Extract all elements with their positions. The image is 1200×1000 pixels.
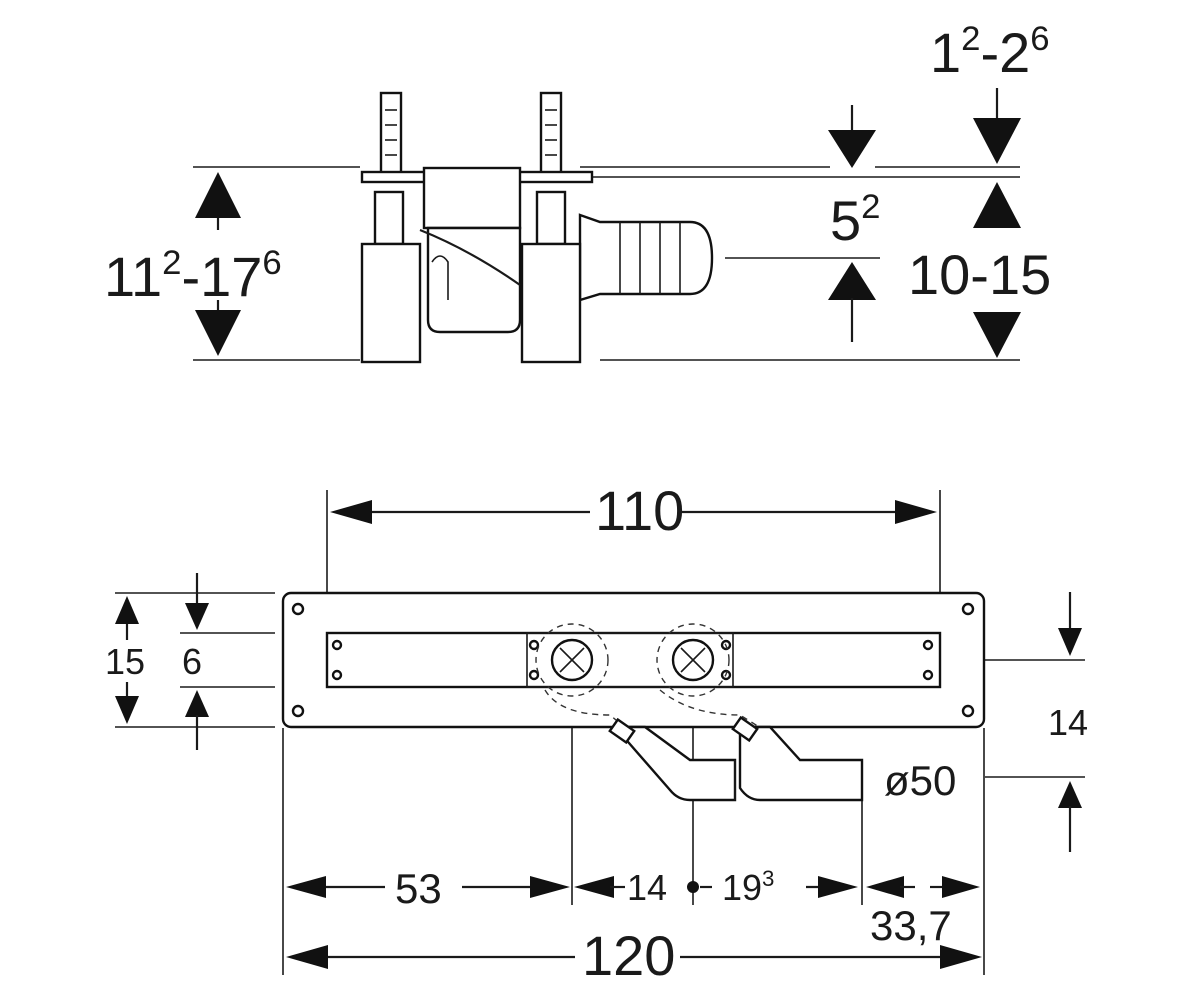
foot-left: [360, 242, 422, 364]
dim-cover: 12-26: [930, 20, 1050, 84]
dim-width-outer: 15: [105, 641, 145, 682]
arrow-up-offset: [828, 262, 876, 300]
dim-total-height: 112-176: [104, 244, 282, 308]
adjustment-screw-right: [539, 91, 563, 175]
arrow-left-pipe: [866, 876, 904, 898]
arrow-right-110: [895, 500, 937, 524]
channel-inner: [325, 631, 942, 689]
arrow-right-53: [530, 876, 570, 898]
arrow-up-height: [195, 172, 241, 218]
arrow-left-14: [574, 876, 614, 898]
outlet-pipe: [578, 213, 714, 302]
outlet-pipe-right: [738, 725, 864, 802]
clip-hole-2: [331, 669, 343, 681]
dim-diameter: ø50: [884, 757, 956, 804]
arrow-down-depth: [973, 312, 1021, 358]
trap-slope: [419, 228, 521, 286]
dim-width-inner: 6: [182, 641, 202, 682]
arrow-down-height: [195, 310, 241, 356]
dim-total-length: 120: [582, 924, 675, 987]
arrow-up-15: [115, 596, 139, 624]
outlet-pipe-left: [612, 725, 737, 802]
center-dot: [687, 881, 699, 893]
foot-right: [520, 242, 582, 364]
arrow-left-110: [330, 500, 372, 524]
arrow-left-120: [286, 945, 328, 969]
arrow-down-offset: [828, 130, 876, 168]
arrow-right-120: [940, 945, 982, 969]
clip-hole-4: [922, 669, 934, 681]
adjustment-screw-left: [379, 91, 403, 175]
trap-detail: [431, 255, 449, 300]
foot-upper-right: [535, 190, 567, 246]
drain-trap: [426, 226, 522, 334]
dim-left: 53: [395, 865, 442, 912]
arrow-right-pipe: [942, 876, 980, 898]
dim-pipe: 33,7: [870, 902, 952, 949]
screw-hole-bottom-left: [291, 704, 305, 718]
screw-hole-bottom-right: [961, 704, 975, 718]
dim-offset: 52: [830, 188, 880, 252]
plan-view: 110 120 53 14 193 33,7 ø50 15: [105, 479, 1088, 987]
arrow-down-15: [115, 696, 139, 724]
arrow-down-6: [185, 603, 209, 630]
dim-depth: 10-15: [908, 243, 1051, 306]
screw-hole-top-left: [291, 602, 305, 616]
arrow-up-depth: [973, 182, 1021, 228]
side-view: 112-176 52 12-26 10-15: [104, 20, 1051, 364]
arrow-down-cover: [973, 118, 1021, 164]
channel-body: [422, 166, 522, 230]
dim-mid: 14: [627, 867, 667, 908]
arrow-right-19: [818, 876, 858, 898]
arrow-down-14r: [1058, 628, 1082, 656]
arrow-up-6: [185, 690, 209, 717]
dim-right: 193: [722, 866, 774, 908]
dim-channel-length: 110: [595, 479, 684, 542]
arrow-up-14r: [1058, 781, 1082, 808]
clip-hole-3: [922, 639, 934, 651]
dim-outlet-offset: 14: [1048, 702, 1088, 743]
foot-upper-left: [373, 190, 405, 246]
screw-hole-top-right: [961, 602, 975, 616]
outlet-plate: [526, 632, 734, 688]
clip-hole-1: [331, 639, 343, 651]
arrow-left-53: [286, 876, 326, 898]
